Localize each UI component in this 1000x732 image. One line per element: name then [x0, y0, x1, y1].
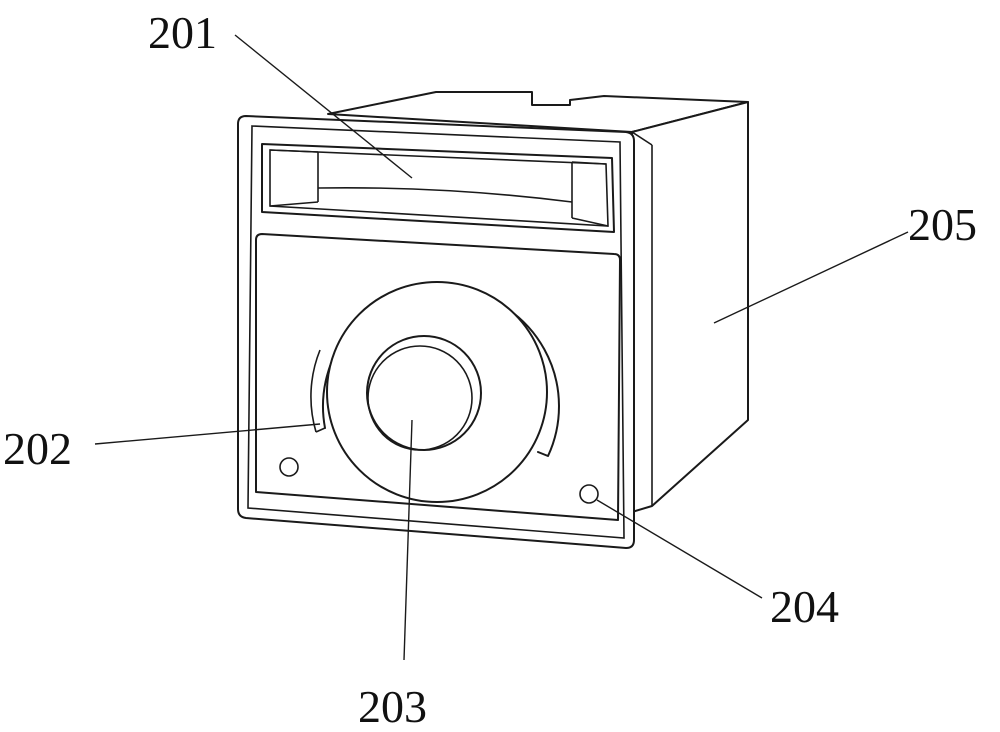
label-205: 205: [908, 199, 977, 250]
label-204: 204: [770, 581, 839, 632]
knob-203: [327, 282, 547, 502]
label-202: 202: [3, 423, 72, 474]
label-201: 201: [148, 7, 217, 58]
housing-side: [632, 102, 748, 512]
label-203: 203: [358, 681, 427, 732]
leader-204: [597, 500, 762, 598]
